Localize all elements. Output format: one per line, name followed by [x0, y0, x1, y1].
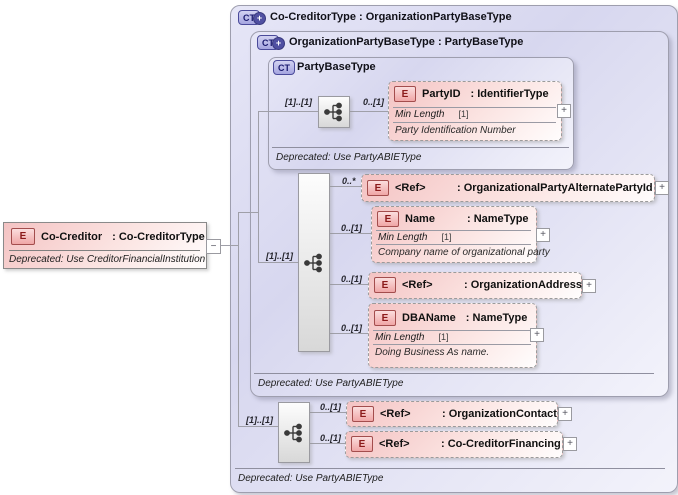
divider: [376, 244, 531, 245]
element-name: <Ref>: [395, 182, 426, 194]
divider: [373, 344, 531, 345]
collapse-toggle[interactable]: −: [206, 239, 221, 254]
element-co-creditor[interactable]: E Co-Creditor : Co-CreditorType Deprecat…: [3, 222, 207, 269]
cardinality-label: 0..*: [342, 176, 356, 186]
connector: [308, 443, 345, 444]
complextype-icon: CT: [273, 60, 295, 75]
element-ref-co-creditorfinancing[interactable]: E <Ref> : Co-CreditorFinancing: [345, 431, 563, 458]
element-type: : NameType: [467, 213, 529, 225]
divider: [254, 373, 654, 374]
connector: [328, 333, 368, 334]
element-name-nametype[interactable]: E Name : NameType Min Length[1] Company …: [371, 206, 550, 263]
element-name: <Ref>: [402, 279, 433, 291]
element-annotation: Company name of organizational party: [378, 247, 550, 258]
element-partyid[interactable]: E PartyID : IdentifierType Min Length[1]…: [388, 81, 562, 141]
connector: [258, 111, 318, 112]
divider: [393, 122, 556, 123]
element-ref-organizationaddress[interactable]: E <Ref> : OrganizationAddress: [368, 272, 582, 299]
cardinality-label: 0..[1]: [363, 97, 385, 107]
divider: [376, 230, 531, 231]
element-type: : IdentifierType: [470, 88, 549, 100]
element-annotation: Party Identification Number: [395, 125, 516, 136]
expand-toggle[interactable]: +: [530, 328, 544, 342]
divider: [9, 250, 200, 251]
element-name: PartyID: [422, 88, 461, 100]
extension-plus-icon: +: [272, 37, 285, 50]
sequence-glyph: [304, 253, 322, 272]
box-title-partybasetype: PartyBaseType: [297, 61, 376, 73]
sequence-glyph: [324, 102, 342, 122]
element-type: : Co-CreditorType: [112, 230, 205, 243]
connector: [308, 412, 346, 413]
element-type: : Co-CreditorFinancing: [441, 438, 561, 450]
deprecated-note-co-creditor: Deprecated: Use CreditorFinancialInstitu…: [9, 254, 206, 265]
expand-toggle[interactable]: +: [558, 407, 572, 421]
element-name: <Ref>: [379, 438, 410, 450]
element-type: : OrganizationContact: [442, 408, 557, 420]
element-dbaname[interactable]: E DBAName : NameType Min Length[1] Doing…: [368, 303, 537, 368]
element-name: Name: [405, 213, 435, 225]
deprecated-note-partybasetype: Deprecated: Use PartyABIEType: [276, 152, 422, 163]
extension-plus-icon: +: [253, 12, 266, 25]
cardinality-label: 0..[1]: [320, 402, 342, 412]
element-name: Co-Creditor: [41, 230, 103, 243]
sequence-icon-organizationpartybasetype[interactable]: [298, 173, 330, 352]
connector: [328, 186, 361, 187]
element-icon: E: [374, 310, 396, 326]
sequence-icon-co-creditortype[interactable]: [278, 402, 310, 463]
cardinality-label: 0..[1]: [341, 223, 363, 233]
element-icon: E: [377, 211, 399, 227]
element-icon: E: [367, 180, 389, 196]
cardinality-label: 0..[1]: [320, 433, 342, 443]
connector: [328, 284, 368, 285]
element-icon: E: [394, 86, 416, 102]
deprecated-note-co-creditortype: Deprecated: Use PartyABIEType: [238, 473, 384, 484]
divider: [272, 147, 569, 148]
element-annotation: Doing Business As name.: [375, 347, 490, 358]
complextype-extension-icon: CT +: [238, 10, 266, 25]
divider: [373, 330, 531, 331]
box-title-organizationpartybasetype: OrganizationPartyBaseType : PartyBaseTyp…: [289, 36, 524, 48]
facet-minlength: Min Length[1]: [395, 109, 469, 120]
cardinality-label: 0..[1]: [341, 323, 363, 333]
deprecated-note-organizationpartybasetype: Deprecated: Use PartyABIEType: [258, 378, 404, 389]
sequence-icon-partybasetype[interactable]: [318, 96, 350, 128]
connector: [238, 212, 258, 213]
connector: [238, 212, 239, 426]
facet-minlength: Min Length[1]: [375, 332, 449, 343]
divider: [235, 468, 665, 469]
element-ref-organizationcontact[interactable]: E <Ref> : OrganizationContact: [346, 401, 558, 427]
cardinality-label: [1]..[1]: [266, 251, 293, 261]
element-name: <Ref>: [380, 408, 411, 420]
element-name: DBAName: [402, 312, 456, 324]
connector: [258, 262, 298, 263]
element-icon: E: [11, 228, 35, 245]
box-title-co-creditortype: Co-CreditorType : OrganizationPartyBaseT…: [270, 11, 512, 23]
expand-toggle[interactable]: +: [536, 228, 550, 242]
expand-toggle[interactable]: +: [557, 104, 571, 118]
element-type: : OrganizationAddress: [464, 279, 582, 291]
element-type: : OrganizationalPartyAlternatePartyId: [457, 182, 653, 194]
sequence-glyph: [284, 423, 302, 442]
connector: [348, 111, 388, 112]
cardinality-label: [1]..[1]: [285, 97, 312, 107]
expand-toggle[interactable]: +: [582, 279, 596, 293]
cardinality-label: [1]..[1]: [246, 415, 273, 425]
connector: [328, 233, 371, 234]
element-ref-organizationalpartyalternatepartyid[interactable]: E <Ref> : OrganizationalPartyAlternatePa…: [361, 174, 655, 202]
element-icon: E: [351, 436, 373, 452]
element-icon: E: [352, 406, 374, 422]
connector: [258, 111, 259, 263]
complextype-extension-icon: CT +: [257, 35, 285, 50]
facet-minlength: Min Length[1]: [378, 232, 452, 243]
element-icon: E: [374, 277, 396, 293]
divider: [393, 107, 556, 108]
expand-toggle[interactable]: +: [563, 437, 577, 451]
element-type: : NameType: [465, 312, 528, 324]
connector: [219, 245, 238, 246]
expand-toggle[interactable]: +: [655, 181, 669, 195]
cardinality-label: 0..[1]: [341, 274, 363, 284]
connector: [238, 426, 278, 427]
